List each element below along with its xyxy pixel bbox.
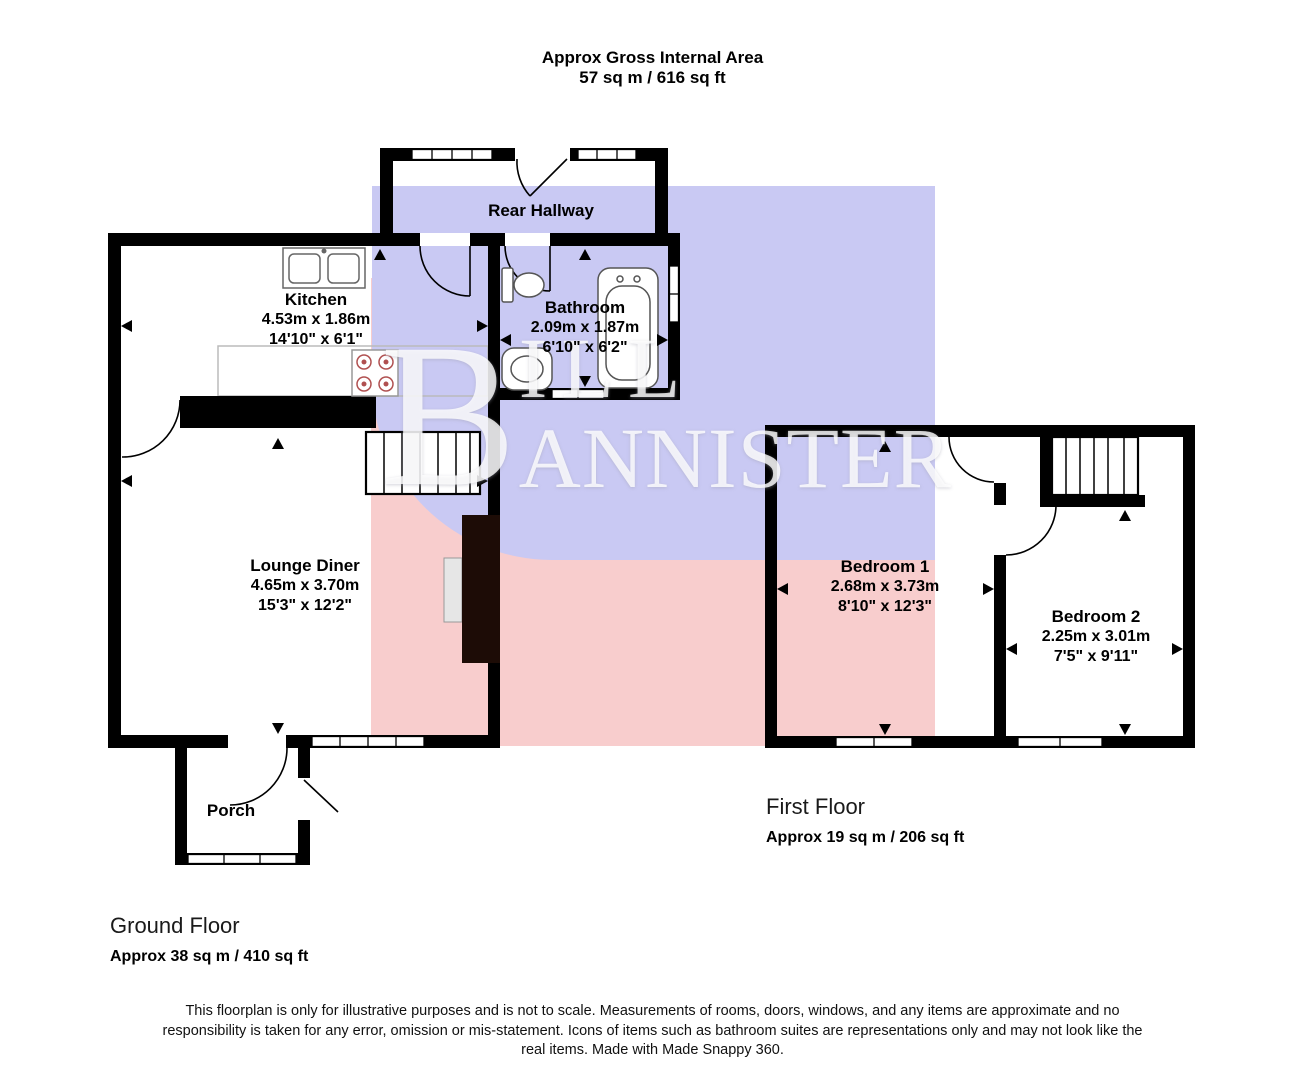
room-name: Porch bbox=[206, 801, 256, 820]
gross-area-header: Approx Gross Internal Area 57 sq m / 616… bbox=[542, 48, 763, 88]
toilet-icon bbox=[501, 267, 545, 303]
room-label-lounge-diner: Lounge Diner 4.65m x 3.70m 15'3" x 12'2" bbox=[250, 555, 360, 616]
room-name: Bedroom 2 bbox=[1051, 607, 1141, 626]
floor-title: First Floor bbox=[766, 794, 865, 819]
first-floor-caption: First Floor Approx 19 sq m / 206 sq ft bbox=[766, 794, 964, 847]
room-name: Kitchen bbox=[284, 290, 348, 309]
stairs-first-icon bbox=[1050, 435, 1140, 497]
room-dim-metric: 4.53m x 1.86m bbox=[261, 311, 371, 328]
fireplace-icon bbox=[443, 515, 500, 663]
ground-floor-caption: Ground Floor Approx 38 sq m / 410 sq ft bbox=[110, 913, 308, 966]
room-label-bathroom: Bathroom 2.09m x 1.87m 6'10" x 6'2" bbox=[531, 297, 640, 358]
floor-area: Approx 19 sq m / 206 sq ft bbox=[766, 829, 965, 846]
room-label-porch: Porch bbox=[207, 800, 255, 821]
room-name: Bathroom bbox=[544, 298, 626, 317]
stove-icon bbox=[351, 349, 399, 397]
door-swing-icons bbox=[121, 158, 1057, 813]
gross-area-value: 57 sq m / 616 sq ft bbox=[579, 68, 726, 87]
gross-area-title: Approx Gross Internal Area bbox=[541, 48, 764, 67]
room-dim-imperial: 15'3" x 12'2" bbox=[258, 597, 352, 614]
room-dim-metric: 2.68m x 3.73m bbox=[830, 578, 940, 595]
room-label-bedroom-1: Bedroom 1 2.68m x 3.73m 8'10" x 12'3" bbox=[831, 556, 940, 617]
measure-arrow-icons bbox=[121, 249, 1183, 735]
pedestal-sink-icon bbox=[501, 347, 553, 391]
room-name: Rear Hallway bbox=[488, 201, 594, 220]
window-icons bbox=[187, 148, 1103, 865]
floor-area: Approx 38 sq m / 410 sq ft bbox=[110, 948, 309, 965]
room-dim-imperial: 8'10" x 12'3" bbox=[838, 598, 932, 615]
room-dim-metric: 2.09m x 1.87m bbox=[530, 319, 640, 336]
room-label-rear-hallway: Rear Hallway bbox=[488, 200, 594, 221]
room-dim-metric: 2.25m x 3.01m bbox=[1041, 628, 1151, 645]
room-dim-imperial: 7'5" x 9'11" bbox=[1053, 648, 1139, 665]
floor-title: Ground Floor bbox=[110, 913, 240, 938]
room-name: Lounge Diner bbox=[250, 556, 360, 575]
room-label-kitchen: Kitchen 4.53m x 1.86m 14'10" x 6'1" bbox=[262, 289, 371, 350]
bathtub-icon bbox=[597, 267, 659, 389]
stairs-ground-icon bbox=[364, 430, 482, 496]
kitchen-sink-icon bbox=[282, 247, 366, 289]
room-dim-imperial: 14'10" x 6'1" bbox=[269, 331, 363, 348]
room-label-bedroom-2: Bedroom 2 2.25m x 3.01m 7'5" x 9'11" bbox=[1042, 606, 1151, 667]
room-name: Bedroom 1 bbox=[840, 557, 930, 576]
room-dim-imperial: 6'10" x 6'2" bbox=[542, 339, 628, 356]
door-openings bbox=[228, 148, 1006, 820]
room-dim-metric: 4.65m x 3.70m bbox=[250, 577, 360, 594]
disclaimer-text: This floorplan is only for illustrative … bbox=[162, 1003, 1143, 1058]
